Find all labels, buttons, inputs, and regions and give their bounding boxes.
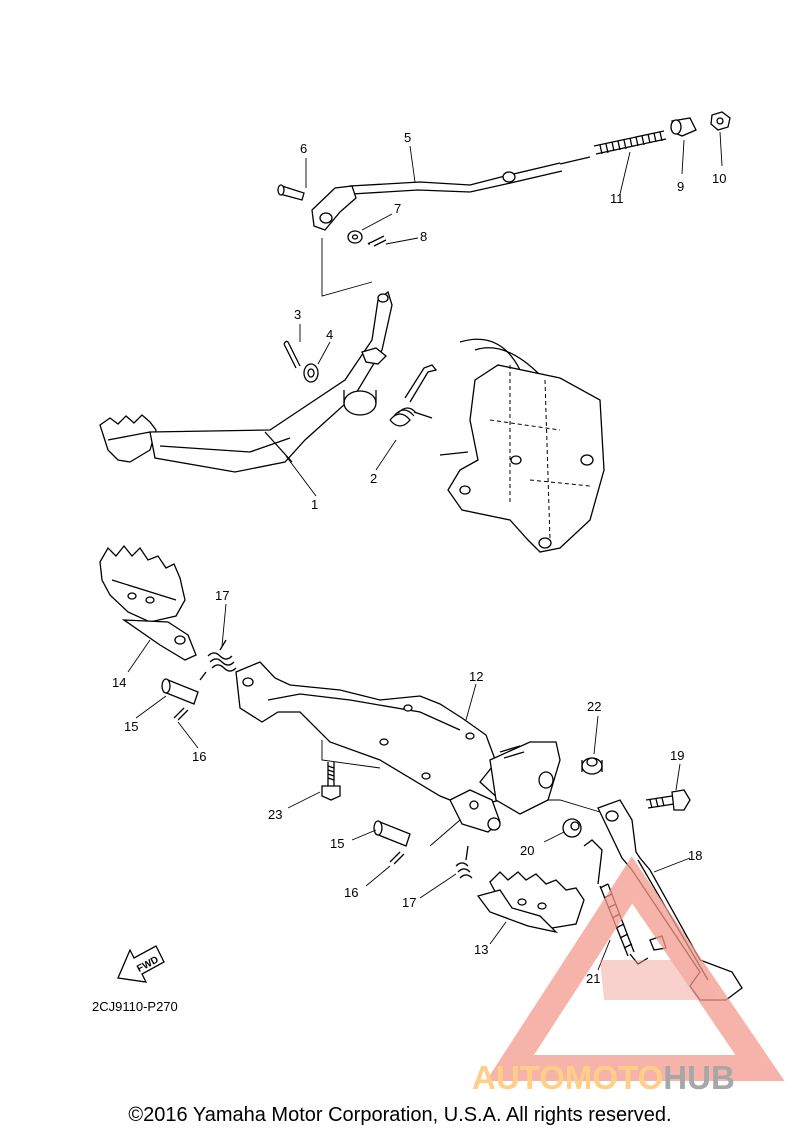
callout-20: 20 (520, 843, 534, 858)
cotter-pin-part-16 (173, 707, 189, 721)
callout-12: 12 (469, 669, 483, 684)
callout-15b: 15 (330, 836, 344, 851)
callout-18: 18 (688, 848, 702, 863)
callout-16a: 16 (192, 749, 206, 764)
collar-part-20 (562, 818, 582, 838)
callout-4: 4 (326, 327, 333, 342)
collar-part (581, 757, 603, 775)
svg-text:AUTOMOTOHUB: AUTOMOTOHUB (472, 1059, 735, 1096)
callout-8: 8 (420, 229, 427, 244)
callout-22: 22 (587, 699, 601, 714)
callout-11: 11 (610, 191, 624, 206)
callout-7: 7 (394, 201, 401, 216)
fwd-arrow-icon: FWD (117, 945, 165, 983)
callout-15a: 15 (124, 719, 138, 734)
part-code: 2CJ9110-P270 (92, 999, 178, 1014)
cotter-pin-part (367, 235, 387, 247)
callout-leaders (127, 131, 723, 971)
copyright-notice: ©2016 Yamaha Motor Corporation, U.S.A. A… (128, 1104, 672, 1126)
callout-17a: 17 (215, 588, 229, 603)
callout-5: 5 (404, 130, 411, 145)
callout-10: 10 (712, 171, 726, 186)
sidestand-bolt-part (645, 789, 691, 811)
footrest-left-part (99, 544, 197, 661)
callout-19: 19 (670, 748, 684, 763)
footrest-pin-part-lower (373, 820, 411, 847)
callout-9: 9 (677, 179, 684, 194)
callout-13: 13 (474, 942, 488, 957)
callout-6: 6 (300, 141, 307, 156)
callout-14: 14 (112, 675, 126, 690)
automotohub-logo: AUTOMOTOHUB (472, 856, 785, 1096)
washer-part-4 (303, 363, 319, 383)
footrest-spring-part (199, 639, 237, 681)
frame-mount (439, 338, 605, 553)
adjust-nut-part (710, 111, 731, 131)
adjuster-spring-part (559, 130, 667, 165)
logo-part1: AUTOMOTO (472, 1059, 663, 1096)
logo-part2: HUB (663, 1059, 735, 1096)
callout-2: 2 (370, 471, 377, 486)
washer-part (347, 230, 363, 244)
brake-rod-part (311, 162, 563, 231)
callout-1: 1 (311, 497, 318, 512)
bolt-part (321, 762, 341, 801)
return-spring-part (389, 364, 438, 427)
callout-21: 21 (586, 971, 600, 986)
footrest-bracket-part (235, 661, 561, 833)
callout-labels: 6 5 7 8 9 10 11 3 4 2 1 17 14 15 16 12 2… (112, 130, 726, 986)
callout-17b: 17 (402, 895, 416, 910)
callout-16b: 16 (344, 885, 358, 900)
cotter-pin-part-16-lower (389, 851, 405, 865)
callout-23: 23 (268, 807, 282, 822)
footrest-pin-part (161, 678, 199, 705)
adjust-joint-part (670, 117, 697, 137)
pin-part (277, 184, 305, 201)
cotter-pin-part-3 (283, 340, 301, 369)
footrest-spring-part-lower (455, 845, 473, 879)
callout-3: 3 (294, 307, 301, 322)
footrest-right-part (476, 871, 585, 934)
brake-pedal-part (99, 290, 393, 473)
